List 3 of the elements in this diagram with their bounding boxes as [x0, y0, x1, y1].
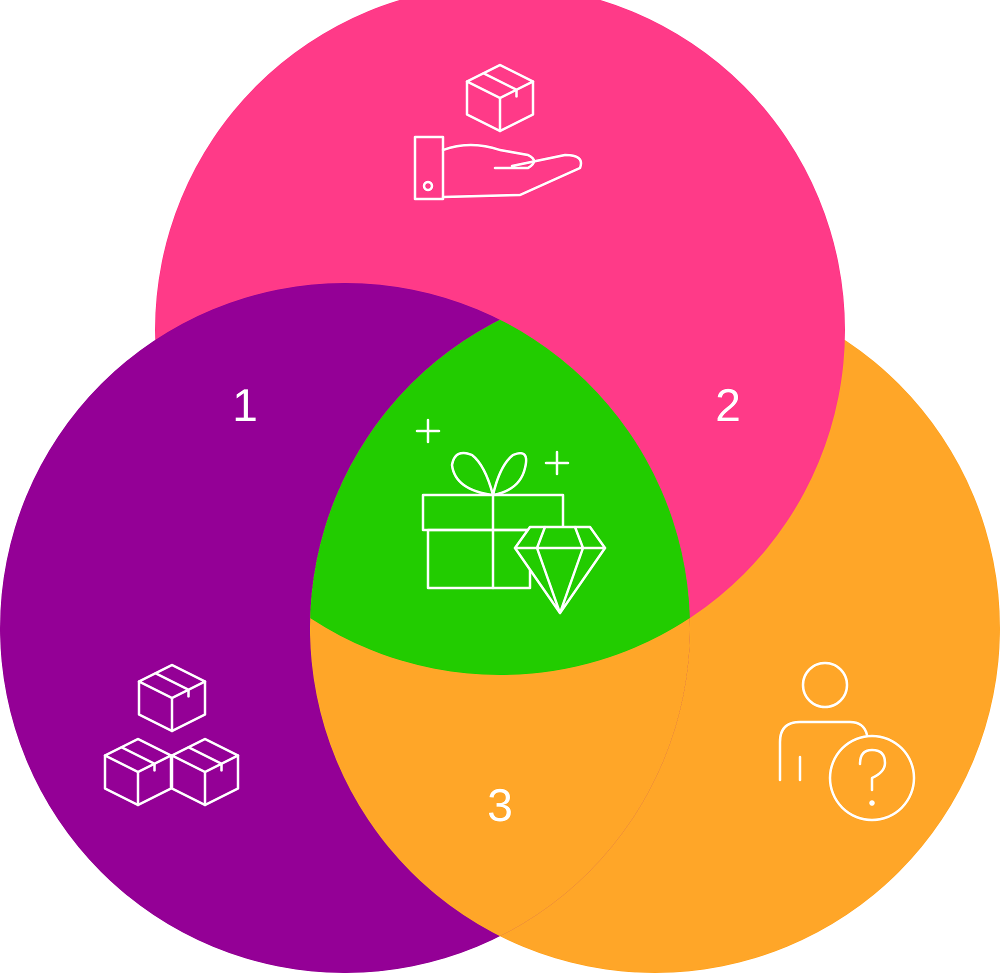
section-number: 1	[232, 382, 258, 428]
section-number: 2	[715, 382, 741, 428]
section-number: 3	[487, 782, 513, 828]
